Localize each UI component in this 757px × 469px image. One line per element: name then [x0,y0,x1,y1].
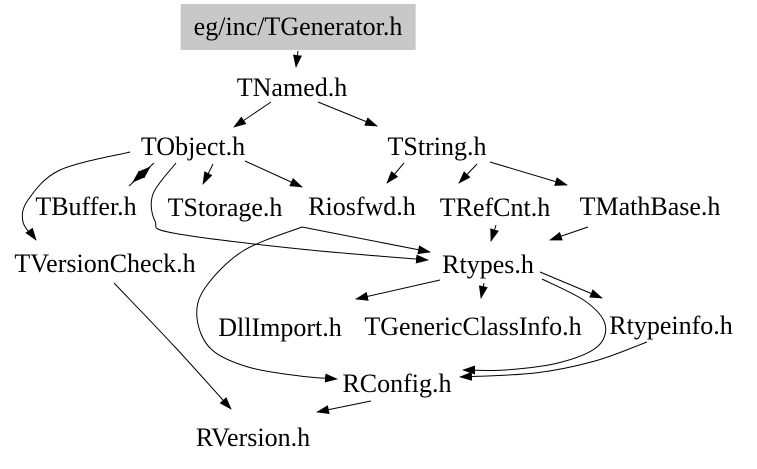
edge-riosfwd-rtypes [301,226,431,255]
edge-tgenerator-tnamed [293,50,302,68]
edge-riosfwd-rconfig [196,226,338,383]
node-tbuffer[interactable]: TBuffer.h [35,192,137,221]
edge-rtypes-rtypeinfo [539,271,603,299]
edge-tstring-trefcnt [458,163,478,184]
edge-tnamed-tstring [317,101,378,127]
edge-rtypes-dllimport [355,279,441,301]
node-tobject[interactable]: TObject.h [140,132,246,161]
edge-rtypes-tgenericclassinfo [478,282,488,299]
node-rversion[interactable]: RVersion.h [195,423,311,452]
node-tstorage[interactable]: TStorage.h [167,193,283,222]
edge-tstring-tmathbase [489,161,568,186]
edge-tversioncheck-rversion [113,282,232,410]
edge-tobject-rtypes [150,162,429,264]
edge-trefcnt-rtypes [490,224,499,242]
node-rconfig[interactable]: RConfig.h [342,369,452,398]
node-trefcnt[interactable]: TRefCnt.h [439,193,551,222]
edge-tmathbase-rtypes [549,226,589,241]
edge-tnamed-tobject [233,101,272,128]
node-tgenerator: eg/inc/TGenerator.h [180,4,416,50]
node-tmathbase[interactable]: TMathBase.h [579,192,721,221]
edge-rconfig-rversion [316,400,372,415]
edge-rtypeinfo-rconfig [459,341,648,381]
node-dllimport[interactable]: DllImport.h [218,313,342,342]
node-rtypeinfo[interactable]: Rtypeinfo.h [609,311,733,340]
node-tnamed[interactable]: TNamed.h [236,73,348,102]
node-tgenericclassinfo[interactable]: TGenericClassInfo.h [364,312,582,341]
edges-group [21,50,648,415]
edge-rtypes-rconfig [462,278,607,375]
edge-tobject-tstorage [202,163,214,185]
edge-tbuffer-tobject [128,166,151,187]
edge-tstring-riosfwd [386,162,405,184]
edge-tobject-riosfwd [244,160,303,188]
node-tstring[interactable]: TString.h [387,132,487,161]
node-rtypes[interactable]: Rtypes.h [442,250,534,279]
node-tversioncheck[interactable]: TVersionCheck.h [14,249,196,278]
node-riosfwd[interactable]: Riosfwd.h [308,192,416,221]
edge-tobject-tversioncheck [21,151,131,241]
